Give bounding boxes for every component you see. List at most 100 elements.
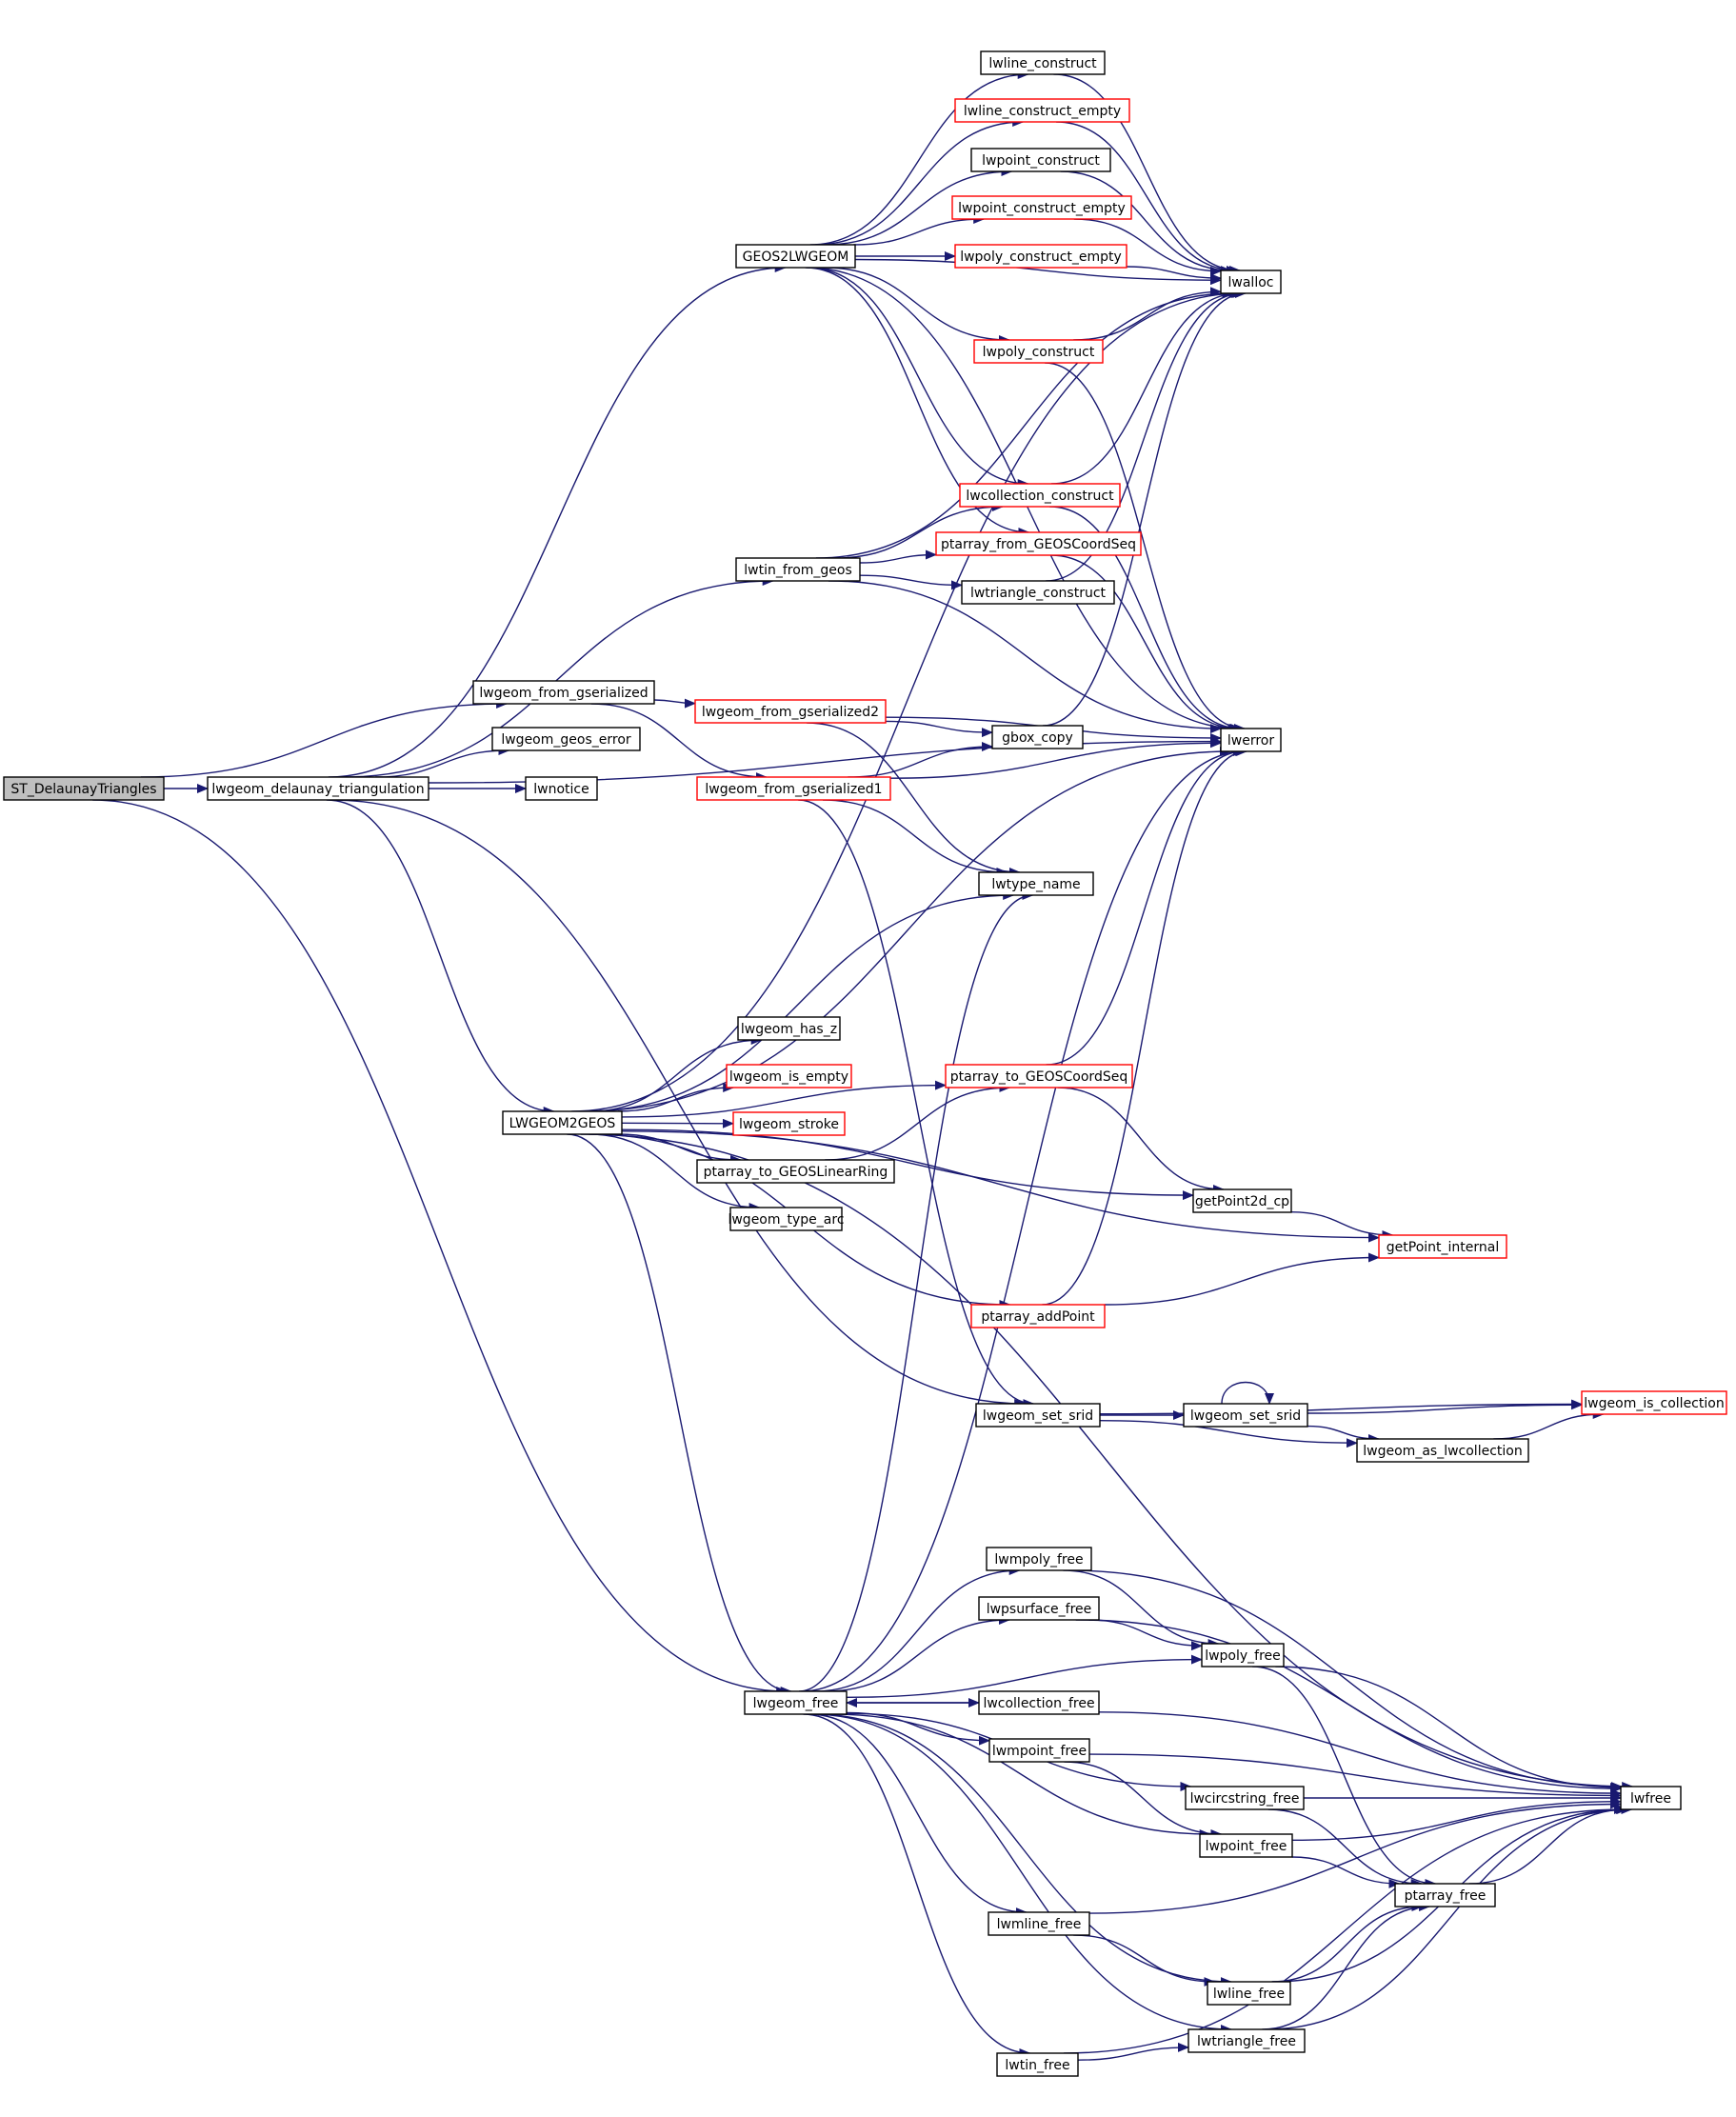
call-edge (1057, 1087, 1225, 1194)
node-st[interactable]: ST_DelaunayTriangles (3, 776, 165, 801)
node-lwfree[interactable]: lwfree (1620, 1786, 1682, 1810)
call-edge (1271, 1902, 1424, 1983)
node-lpc[interactable]: lwpoint_construct (970, 148, 1111, 172)
node-ltn[interactable]: lwtype_name (978, 871, 1094, 896)
node-box (970, 148, 1111, 172)
node-box (978, 1690, 1100, 1715)
edge-path (1045, 362, 1246, 733)
node-ltrif[interactable]: lwtriangle_free (1187, 2028, 1306, 2053)
node-pfgcs[interactable]: ptarray_from_GEOSCoordSeq (935, 531, 1142, 556)
call-edge (1221, 1381, 1274, 1405)
call-edge (889, 738, 1222, 779)
node-label: lwpsurface_free (987, 1602, 1092, 1617)
node-lta[interactable]: lwgeom_type_arc (728, 1207, 845, 1231)
call-edge (807, 722, 1021, 877)
node-lfg1[interactable]: lwgeom_from_gserialized1 (696, 776, 891, 801)
node-label: lwgeom_from_gserialized2 (702, 705, 879, 720)
edge-path (1046, 747, 1245, 1066)
node-l2g[interactable]: LWGEOM2GEOS (502, 1110, 623, 1135)
node-lwalloc[interactable]: lwalloc (1220, 270, 1282, 294)
edge-path (813, 1713, 1232, 1987)
node-lmlf[interactable]: lwmline_free (988, 1911, 1090, 1936)
edge-path (853, 214, 986, 246)
node-llf[interactable]: lwline_free (1207, 1981, 1291, 2006)
call-edge (1252, 1666, 1437, 1888)
node-lptf[interactable]: lwpoint_free (1199, 1833, 1293, 1858)
node-lmptf[interactable]: lwmpoint_free (988, 1738, 1090, 1763)
edge-path (885, 720, 993, 738)
edge-path (585, 890, 1015, 1112)
node-ltfg[interactable]: lwtin_from_geos (735, 557, 861, 582)
node-lmpf[interactable]: lwmpoly_free (986, 1547, 1092, 1571)
node-lwerror[interactable]: lwerror (1220, 728, 1282, 752)
edge-path (798, 799, 1035, 1408)
node-lpf[interactable]: lwpoly_free (1201, 1643, 1285, 1668)
node-lpolyce[interactable]: lwpoly_construct_empty (954, 244, 1127, 269)
node-box (975, 1403, 1101, 1428)
node-gbox[interactable]: gbox_copy (991, 725, 1084, 749)
call-edge (1053, 73, 1242, 275)
node-lccf[interactable]: lwcircstring_free (1185, 1786, 1305, 1810)
node-lfg2[interactable]: lwgeom_from_gserialized2 (694, 699, 887, 724)
call-edge (803, 1713, 1031, 2058)
node-llc[interactable]: lwline_construct (980, 50, 1106, 75)
node-lcc[interactable]: lwcollection_construct (959, 483, 1121, 508)
node-lstroke[interactable]: lwgeom_stroke (732, 1111, 846, 1136)
call-edge (814, 1566, 1021, 1692)
node-lie[interactable]: lwgeom_is_empty (726, 1064, 852, 1088)
node-lss2[interactable]: lwgeom_set_srid (1183, 1403, 1308, 1428)
node-box (696, 1159, 895, 1184)
call-edge (1099, 1420, 1358, 1448)
node-gp2d[interactable]: getPoint2d_cp (1192, 1188, 1292, 1213)
call-edge (1262, 1902, 1431, 2030)
call-edge (825, 167, 1013, 246)
edge-path (1077, 2042, 1189, 2061)
node-ldt[interactable]: lwgeom_delaunay_triangulation (207, 776, 429, 801)
node-label: lwfree (1630, 1791, 1671, 1807)
node-lalc[interactable]: lwgeom_as_lwcollection (1356, 1438, 1529, 1463)
node-ltc[interactable]: lwtriangle_construct (961, 580, 1115, 605)
call-edge (653, 698, 696, 709)
edge-path (375, 746, 510, 778)
node-label: lwnotice (533, 782, 589, 797)
node-box (472, 680, 655, 705)
node-label: lwcircstring_free (1190, 1791, 1300, 1807)
node-label: lwpoint_construct_empty (958, 201, 1126, 216)
node-llce[interactable]: lwline_construct_empty (954, 98, 1130, 123)
node-ltinf[interactable]: lwtin_free (996, 2052, 1079, 2077)
node-box (991, 725, 1084, 749)
node-g2l[interactable]: GEOS2LWGEOM (735, 244, 856, 269)
node-pap[interactable]: ptarray_addPoint (970, 1304, 1106, 1328)
node-box (935, 531, 1142, 556)
node-lfg[interactable]: lwgeom_from_gserialized (472, 680, 655, 705)
node-label: lwgeom_is_collection (1584, 1396, 1724, 1411)
edge-path (859, 574, 963, 590)
node-box (973, 339, 1104, 364)
edge-path (617, 1083, 735, 1112)
node-lhz[interactable]: lwgeom_has_z (737, 1016, 841, 1041)
node-lpsf[interactable]: lwpsurface_free (978, 1596, 1100, 1621)
edge-path (831, 1713, 1211, 1839)
call-edge (1064, 1805, 1626, 2054)
call-edge (1291, 1796, 1622, 1841)
node-lwnotice[interactable]: lwnotice (525, 776, 598, 801)
node-lfree_geom[interactable]: lwgeom_free (744, 1690, 848, 1715)
node-gpi[interactable]: getPoint_internal (1378, 1234, 1507, 1259)
call-edge (1073, 287, 1222, 341)
node-paf[interactable]: ptarray_free (1394, 1883, 1496, 1907)
node-ptglr[interactable]: ptarray_to_GEOSLinearRing (696, 1159, 895, 1184)
call-edge (589, 1133, 761, 1212)
node-lss1[interactable]: lwgeom_set_srid (975, 1403, 1101, 1428)
node-label: lwtin_from_geos (744, 563, 852, 578)
node-lic[interactable]: lwgeom_is_collection (1581, 1390, 1727, 1415)
call-edge (621, 1118, 734, 1128)
node-ptgcs[interactable]: ptarray_to_GEOSCoordSeq (945, 1064, 1133, 1088)
node-lpolyc[interactable]: lwpoly_construct (973, 339, 1104, 364)
edge-path (1252, 1666, 1437, 1888)
node-lcolf[interactable]: lwcollection_free (978, 1690, 1100, 1715)
node-lpce[interactable]: lwpoint_construct_empty (951, 195, 1132, 220)
edge-path (805, 267, 1030, 537)
node-box (945, 1064, 1133, 1088)
node-lgeoserr[interactable]: lwgeom_geos_error (491, 727, 641, 751)
